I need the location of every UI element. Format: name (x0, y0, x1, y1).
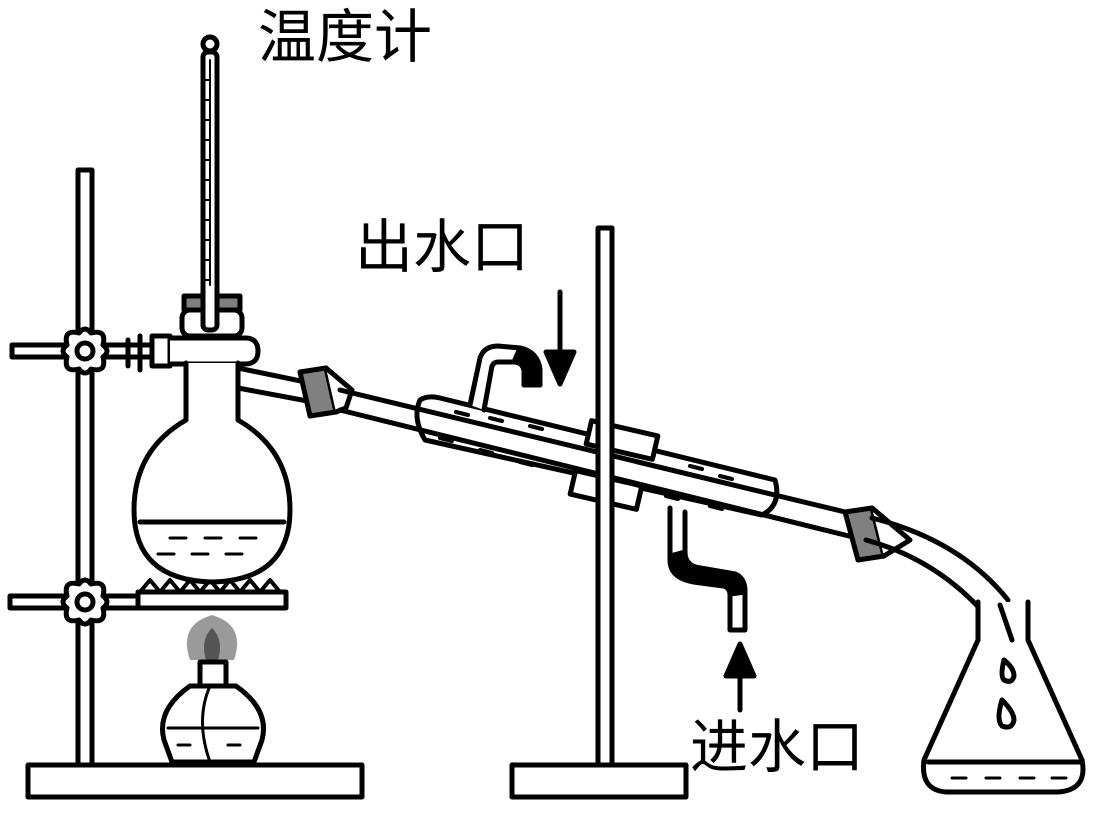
left-stand-base (25, 762, 365, 800)
upper-clamp-jaw (149, 333, 173, 369)
droplet (999, 657, 1017, 684)
thermometer (200, 34, 220, 333)
left-stand-rod (75, 167, 95, 768)
condenser-assembly (235, 343, 1011, 633)
thermometer-label: 温度计 (258, 3, 433, 71)
upper-clamp-ring (167, 335, 261, 367)
right-iron-stand (509, 225, 689, 800)
conical-flask (920, 599, 1086, 795)
clamp-knob-icon (60, 326, 110, 376)
right-stand-base (509, 762, 689, 800)
left-iron-stand (7, 167, 365, 800)
water-inlet-label: 进水口 (690, 713, 865, 781)
droplet (996, 697, 1017, 730)
arrow-up-icon (723, 641, 757, 713)
wire-gauze (135, 589, 289, 611)
water-outlet-label: 出水口 (355, 213, 530, 281)
alcohol-lamp (160, 615, 266, 765)
arrow-down-icon (543, 289, 577, 387)
clamp-knob-icon (60, 577, 110, 627)
right-stand-rod (595, 225, 615, 768)
